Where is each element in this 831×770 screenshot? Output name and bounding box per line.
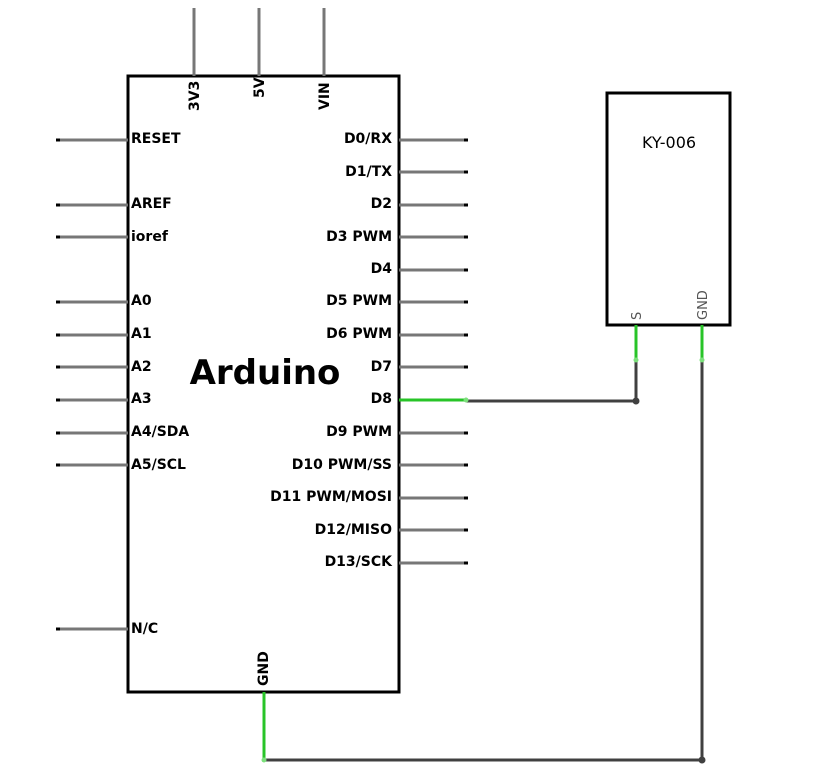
pin-label-d0-rx: D0/RX [344,131,392,147]
pin-label-reset: RESET [131,131,181,147]
wires [261,357,706,764]
pin-label-nc: N/C [131,621,158,637]
pin-label-d10-pwm-ss: D10 PWM/SS [292,457,392,473]
connector-dot-arduino-gnd [261,757,267,763]
pin-label-5v: 5V [252,77,268,98]
module-pin-label-s: S [630,312,645,320]
module-body [605,91,732,327]
pin-label-a3: A3 [131,391,152,407]
pin-label-gnd: GND [256,651,272,686]
pin-label-aref: AREF [131,196,172,212]
connector-dot-s [633,357,639,363]
arduino-right-pins: D0/RX D1/TX D2 D3 PWM D4 D5 PWM D6 PWM D… [270,131,468,570]
arduino-top-pins: 3V3 5V VIN [187,8,333,111]
connector-dot-module-gnd [699,357,705,363]
pin-label-a2: A2 [131,359,152,375]
arduino-title: Arduino [190,353,341,393]
pin-label-d9-pwm: D9 PWM [326,424,392,440]
ky006-module: KY-006 S GND [605,91,732,360]
pin-label-d8: D8 [371,391,392,407]
pin-label-d11-pwm-mosi: D11 PWM/MOSI [270,489,392,505]
pin-label-a1: A1 [131,326,152,342]
arduino-left-pins: RESET AREF ioref A0 A1 A2 A3 A4/SDA A5/S… [56,131,189,637]
arduino-board [126,74,401,694]
pin-label-vin: VIN [317,82,333,110]
pin-label-a4-sda: A4/SDA [131,424,189,440]
pin-label-d4: D4 [371,261,393,277]
pin-label-d12-miso: D12/MISO [315,522,392,538]
pin-label-d13-sck: D13/SCK [325,554,394,570]
pin-label-d5-pwm: D5 PWM [326,293,392,309]
pin-label-a0: A0 [131,293,152,309]
pin-label-a5-scl: A5/SCL [131,457,186,473]
pin-label-d1-tx: D1/TX [345,164,392,180]
wire-node-d8 [632,397,640,405]
pin-label-ioref: ioref [131,229,169,245]
pin-label-3v3: 3V3 [187,81,203,111]
module-pin-label-gnd: GND [696,290,711,320]
pin-label-d7: D7 [371,359,392,375]
wire-d8-to-s [466,360,638,403]
pin-label-d3-pwm: D3 PWM [326,229,392,245]
module-title: KY-006 [642,133,696,152]
wire-node-gnd [698,756,706,764]
connector-dot-d8 [463,397,469,403]
pin-label-d2: D2 [371,196,392,212]
arduino-bottom-pins: GND [256,651,272,760]
pin-label-d6-pwm: D6 PWM [326,326,392,342]
